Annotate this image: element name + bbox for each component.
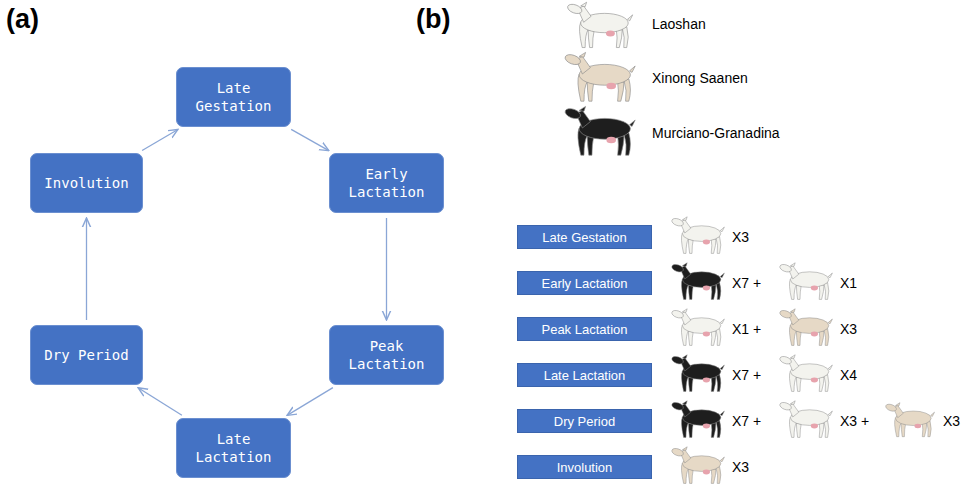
count-label: X3 [732,459,749,475]
panel-label: (a) [6,4,39,35]
stage-bar: Involution [517,455,652,479]
count-label: X4 [840,367,857,383]
stage-box: Early Lactation [329,153,444,213]
stage-label: Peak Lactation [338,337,435,373]
laoshan-goat [566,2,632,47]
stage-bar: Peak Lactation [517,317,652,341]
cycle-arrow [142,130,178,151]
stage-box: Late Lactation [176,418,291,478]
saanen-goat [885,403,935,437]
saanen-goat [564,52,635,101]
stage-label: Late Lactation [185,430,282,466]
stage-box: Dry Period [30,325,143,385]
stage-bar: Early Lactation [517,271,652,295]
stage-box: Late Gestation [176,67,291,127]
stage-label: Early Lactation [338,165,435,201]
stage-label: Involution [557,460,613,475]
cycle-arrow [386,218,387,320]
stage-label: Late Lactation [544,368,626,383]
saanen-goat [779,309,833,346]
cycle-arrow [287,388,333,416]
count-label: X1 + [732,321,761,337]
breed-name: Murciano-Granadina [652,125,780,141]
cycle-arrow [138,388,182,416]
count-label: X3 [840,321,857,337]
murciano-goat [671,355,725,392]
stage-label: Dry Period [554,414,615,429]
stage-label: Peak Lactation [541,322,627,337]
laoshan-goat [779,355,833,392]
stage-bar: Late Lactation [517,363,652,387]
count-label: X3 [943,413,960,429]
murciano-goat [564,106,635,155]
breed-name: Laoshan [652,16,706,32]
murciano-goat [671,263,725,300]
stage-label: Dry Period [44,346,128,364]
stage-label: Late Gestation [185,79,282,115]
count-label: X7 + [732,367,761,383]
stage-bar: Dry Period [517,409,652,433]
laoshan-goat [779,401,833,438]
count-label: X3 + [840,413,869,429]
stage-box: Involution [30,153,143,213]
laoshan-goat [671,217,725,254]
count-label: X1 [840,275,857,291]
cycle-arrow [86,218,87,320]
murciano-goat [671,401,725,438]
stage-label: Late Gestation [542,230,627,245]
count-label: X3 [732,229,749,245]
laoshan-goat [671,309,725,346]
stage-label: Early Lactation [542,276,628,291]
stage-label: Involution [44,174,128,192]
stage-box: Peak Lactation [329,325,444,385]
breed-name: Xinong Saanen [652,70,748,86]
count-label: X7 + [732,275,761,291]
count-label: X7 + [732,413,761,429]
stage-bar: Late Gestation [517,225,652,249]
cycle-arrow [291,129,329,150]
laoshan-goat [779,263,833,300]
saanen-goat [671,447,725,484]
panel-label: (b) [416,4,450,35]
